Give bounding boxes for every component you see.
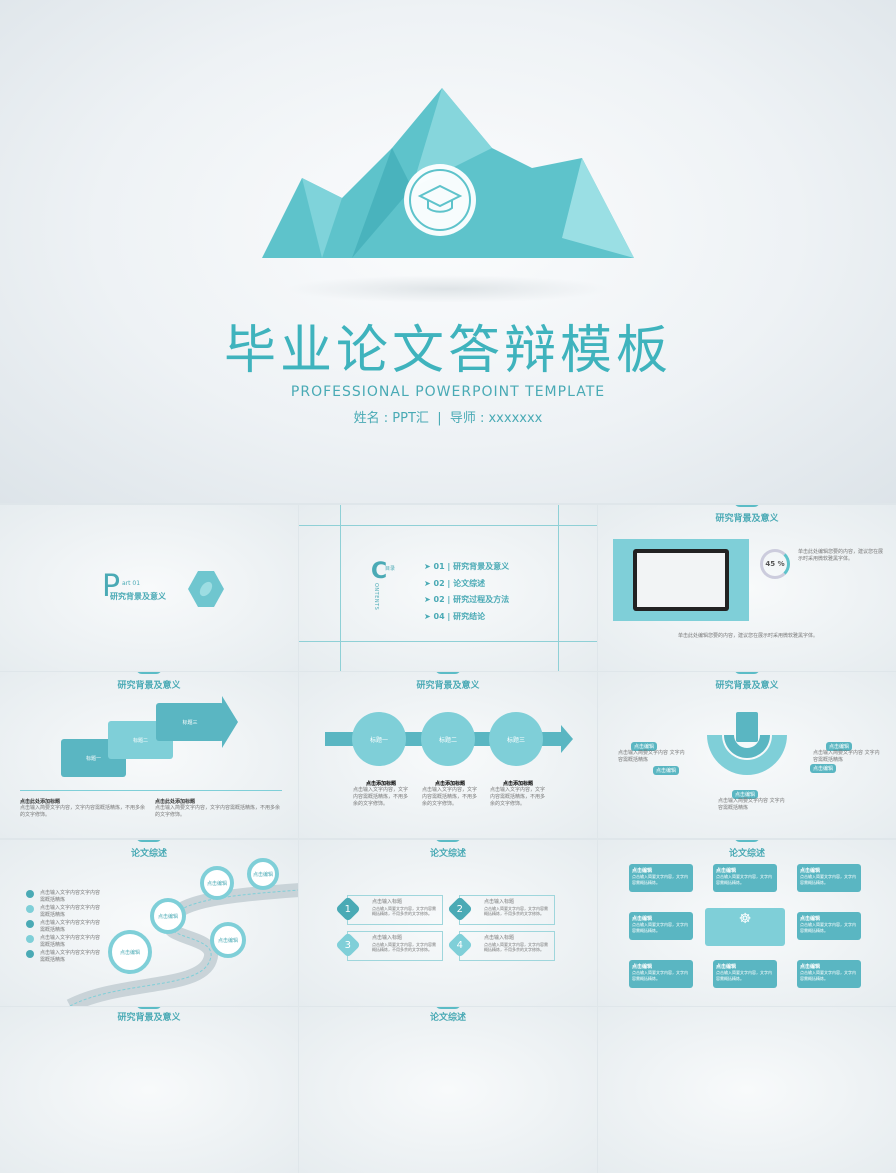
step-circle: 标题一 [352, 712, 406, 766]
pin-chart[interactable]: 点击编辑 [150, 898, 186, 934]
graduation-cap-icon [417, 184, 463, 213]
slide-steps[interactable]: 研究背景及意义 标题一 标题二 标题三 点击此处添加标题 点击输入简要文字内容，… [0, 672, 298, 838]
slide-contents[interactable]: C 目录 ONTENTS ➤ 01 | 研究背景及意义 ➤ 02 | 论文综述 … [299, 505, 597, 671]
advisor-label: 导师 : xxxxxxx [449, 411, 543, 426]
leaf-hexagon-icon [188, 571, 224, 607]
name-label: 姓名 : PPT汇 [353, 411, 429, 426]
contents-item[interactable]: ➤ 02 | 研究过程及方法 [424, 595, 510, 604]
subtitle: PROFESSIONAL POWERPOINT TEMPLATE [290, 384, 606, 400]
slide-body: 单击此处编辑您要的内容，建议您在展示时采用微软雅黑字体。 [798, 549, 884, 562]
numbered-card: 点击输入标题点击输入简要文字内容，文字内容需概括精炼，不用多余的文字修饰。 [459, 931, 555, 961]
arrow-head [561, 725, 573, 753]
info-card: 点击编辑点击输入简要文字内容，文字内容需概括精炼。 [629, 912, 693, 940]
tag-label: 点击编辑 [810, 764, 837, 773]
circle-heading: 点击添加标题 [434, 781, 465, 787]
circle-heading: 点击添加标题 [502, 781, 533, 787]
author-line: 姓名 : PPT汇 | 导师 : xxxxxxx [0, 407, 896, 426]
block-body: 点击输入简要文字内容，文字内容需概括精炼，不用多余的文字修饰。 [20, 805, 146, 818]
pin-user[interactable]: 点击编辑 [108, 930, 152, 974]
info-card: 点击编辑点击输入简要文字内容，文字内容需概括精炼。 [629, 864, 693, 892]
block-heading: 点击此处添加标题 [20, 799, 61, 805]
slide-title: 研究背景及意义 [416, 681, 480, 691]
tag-label: 点击编辑 [631, 742, 658, 751]
block-heading: 点击此处添加标题 [155, 799, 196, 805]
numbered-card: 点击输入标题点击输入简要文字内容，文字内容需概括精炼，不用多余的文字修饰。 [347, 895, 443, 925]
part-title: 研究背景及意义 [110, 592, 166, 601]
contents-list: ➤ 01 | 研究背景及意义 ➤ 02 | 论文综述 ➤ 02 | 研究过程及方… [424, 559, 509, 625]
slide-title: 研究背景及意义 [715, 514, 779, 524]
brain-center: ☸ [705, 908, 785, 946]
list-item: 点击输入文字内容文字内容需概括精炼 [26, 950, 100, 965]
list-item: 点击输入文字内容文字内容需概括精炼 [26, 920, 100, 935]
info-card: 点击编辑点击输入简要文字内容，文字内容需概括精炼。 [797, 912, 861, 940]
tag-label: 点击编辑 [826, 742, 853, 751]
info-card: 点击编辑点击输入简要文字内容，文字内容需概括精炼。 [797, 864, 861, 892]
slide-partial[interactable]: 研究背景及意义 [0, 1007, 298, 1173]
slide-caption: 单击此处编辑您要的内容，建议您在展示时采用微软雅黑字体。 [677, 633, 818, 639]
info-card: 点击编辑点击输入简要文字内容，文字内容需概括精炼。 [797, 960, 861, 988]
tag-label: 点击编辑 [732, 790, 759, 799]
title-slide: 毕业论文答辩模板 PROFESSIONAL POWERPOINT TEMPLAT… [0, 0, 896, 503]
slide-partial[interactable]: 论文综述 [299, 1007, 597, 1173]
bullet-list: 点击输入文字内容文字内容需概括精炼 点击输入文字内容文字内容需概括精炼 点击输入… [26, 890, 100, 965]
info-card: 点击编辑点击输入简要文字内容，文字内容需概括精炼。 [713, 864, 777, 892]
brain-icon: ☸ [738, 911, 752, 927]
part-number: art 01 [122, 580, 141, 587]
pin-box[interactable]: 点击编辑 [247, 858, 279, 890]
slide-title: 论文综述 [728, 849, 765, 859]
tag-body: 点击输入简要文字内容 文字内容需概括精炼 [618, 750, 685, 763]
percent-ring: 45 % [760, 549, 790, 579]
contents-item[interactable]: ➤ 01 | 研究背景及意义 [424, 562, 510, 571]
slide-title: 研究背景及意义 [117, 681, 181, 691]
block-body: 点击输入简要文字内容，文字内容需概括精炼，不用多余的文字修饰。 [155, 805, 281, 818]
slide-part01[interactable]: P art 01 研究背景及意义 [0, 505, 298, 671]
tag-body: 点击输入简要文字内容 文字内容需概括精炼 [813, 750, 880, 763]
slide-partial[interactable] [598, 1007, 896, 1173]
slide-title: 研究背景及意义 [117, 1013, 181, 1023]
contents-item[interactable]: ➤ 02 | 论文综述 [424, 578, 486, 588]
circle-body: 点击输入文字内容，文字内容需概括精炼，不用多余的文字修饰。 [353, 787, 409, 807]
info-card: 点击编辑点击输入简要文字内容，文字内容需概括精炼。 [713, 960, 777, 988]
pin-home[interactable]: 点击编辑 [210, 922, 246, 958]
slide-numbered[interactable]: 论文综述 点击输入标题点击输入简要文字内容，文字内容需概括精炼，不用多余的文字修… [299, 840, 597, 1006]
step-box: 标题三 [156, 703, 224, 741]
contents-letter: C [371, 559, 388, 584]
numbered-card: 点击输入标题点击输入简要文字内容，文字内容需概括精炼，不用多余的文字修饰。 [347, 931, 443, 961]
contents-item[interactable]: ➤ 04 | 研究结论 [424, 611, 486, 621]
slide-title: 论文综述 [130, 849, 167, 859]
circle-heading: 点击添加标题 [365, 781, 396, 787]
separator: | [437, 411, 442, 426]
list-item: 点击输入文字内容文字内容需概括精炼 [26, 905, 100, 920]
slide-title: 研究背景及意义 [715, 681, 779, 691]
list-item: 点击输入文字内容文字内容需概括精炼 [26, 935, 100, 950]
list-item: 点击输入文字内容文字内容需概括精炼 [26, 890, 100, 905]
circle-body: 点击输入文字内容，文字内容需概括精炼，不用多余的文字修饰。 [490, 787, 546, 807]
contents-word: ONTENTS [373, 583, 379, 611]
mountain-logo [262, 88, 634, 258]
contents-label: 目录 [385, 566, 396, 572]
laptop-panel [613, 539, 749, 621]
pin-send[interactable]: 点击编辑 [200, 866, 234, 900]
slide-title: 论文综述 [429, 849, 466, 859]
slide-road[interactable]: 论文综述 点击输入文字内容文字内容需概括精炼 点击输入文字内容文字内容需概括精炼… [0, 840, 298, 1006]
tag-label: 点击编辑 [653, 766, 680, 775]
slide-title: 论文综述 [429, 1013, 466, 1023]
info-card: 点击编辑点击输入简要文字内容，文字内容需概括精炼。 [629, 960, 693, 988]
arrow-head [222, 696, 238, 748]
step-circle: 标题三 [489, 712, 543, 766]
slide-brain-grid[interactable]: 论文综述 ☸ 点击编辑点击输入简要文字内容，文字内容需概括精炼。 点击编辑点击输… [598, 840, 896, 1006]
numbered-card: 点击输入标题点击输入简要文字内容，文字内容需概括精炼，不用多余的文字修饰。 [459, 895, 555, 925]
step-circle: 标题二 [421, 712, 475, 766]
slide-fan[interactable]: 研究背景及意义 点击编辑 点击输入简要文字内容 文字内容需概括精炼 点击编辑 点… [598, 672, 896, 838]
logo-shadow [285, 275, 611, 303]
main-title: 毕业论文答辩模板 [223, 321, 672, 381]
slide-laptop[interactable]: 研究背景及意义 45 % 单击此处编辑您要的内容，建议您在展示时采用微软雅黑字体… [598, 505, 896, 671]
part-letter: P [102, 569, 121, 604]
tag-body: 点击输入简要文字内容 文字内容需概括精炼 [718, 798, 785, 811]
clipboard-fan-diagram [707, 712, 787, 775]
slide-circles[interactable]: 研究背景及意义 标题一 标题二 标题三 点击添加标题 点击输入文字内容，文字内容… [299, 672, 597, 838]
circle-body: 点击输入文字内容，文字内容需概括精炼，不用多余的文字修饰。 [422, 787, 478, 807]
